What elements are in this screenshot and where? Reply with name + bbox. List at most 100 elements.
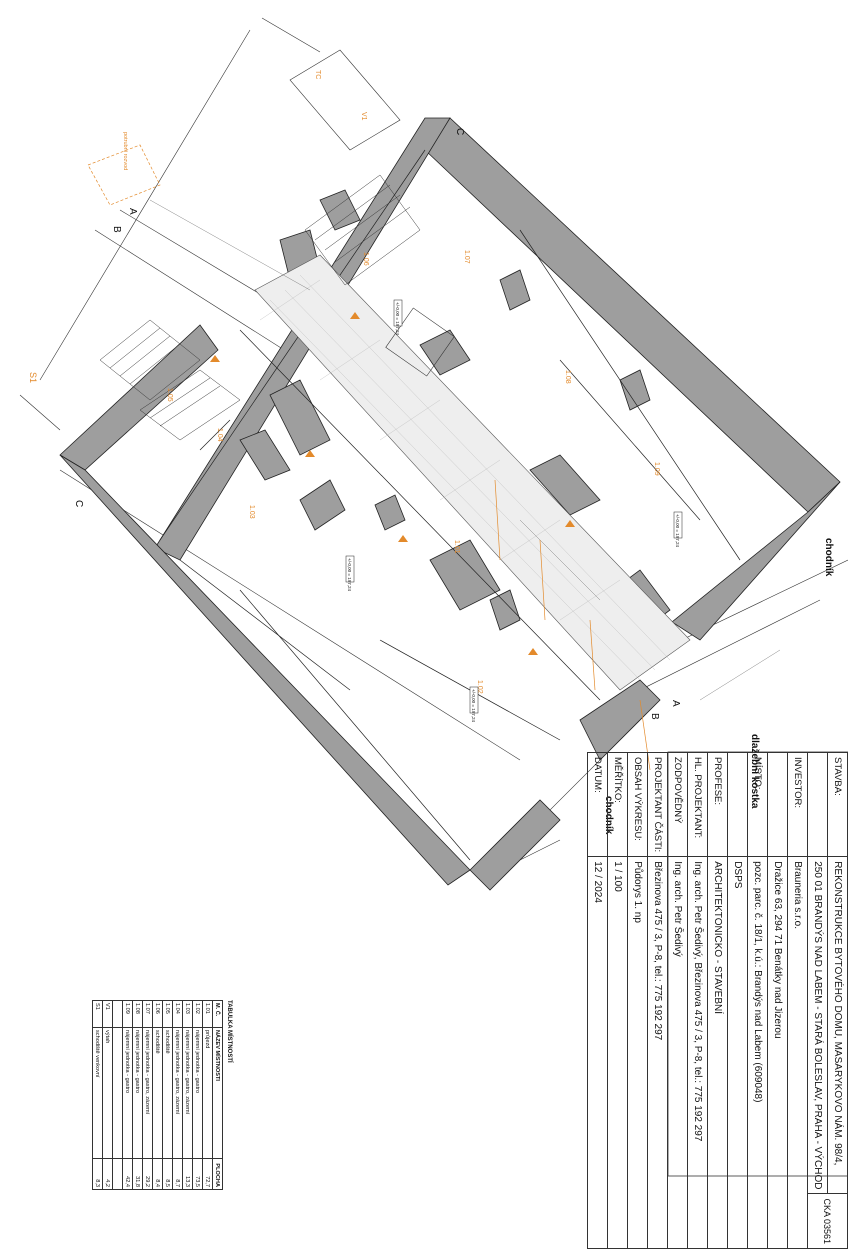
partitions [159, 149, 741, 861]
level-mark-2: +/-0,00 = 197,24 [471, 689, 476, 723]
tb-row: PROFESE: ARCHITEKTONICKO - STAVEBNÍ [707, 752, 728, 1249]
tb-key: OBSAH VÝKRESU: [627, 752, 648, 857]
cell-name: nájemní jednotka - gastro, zázemí [172, 1027, 183, 1159]
tb-key: PROJEKTANT ČÁSTI: [647, 752, 668, 857]
room-table-header: M. Č. NÁZEV MÍSTNOSTI PLOCHA [212, 1000, 223, 1190]
tb-key: STAVBA: [827, 752, 848, 857]
annotation-markers [210, 312, 575, 655]
tb-value: Ing. arch. Petr Šedivý [667, 856, 688, 1249]
tb-row: PROJEKTANT ČÁSTI: Březinova 475 / 3, P-8… [647, 752, 668, 1249]
cell-area: 8,7 [172, 1158, 183, 1190]
cell-num [112, 1000, 123, 1028]
room-label-1-05: 1.05 [166, 388, 173, 402]
tb-value: pozc. parc. č. 18/1, k.ú.: Brandýs nad L… [747, 856, 768, 1249]
sidewalk-label-1: chodník [823, 538, 834, 577]
room-label-1-06: 1.06 [362, 252, 369, 266]
cell-num: S1 [92, 1000, 103, 1028]
cell-area: 8,4 [152, 1158, 163, 1190]
cell-num: 1.02 [192, 1000, 203, 1028]
lift-tc [289, 49, 455, 377]
sidewalk-label-2: chodník [603, 796, 614, 835]
tb-row: ZODPOVĚDNÝ Ing. arch. Petr Šedivý [667, 752, 688, 1249]
room-label-1-09: 1.09 [653, 462, 660, 476]
title-block-frame [667, 751, 848, 1177]
cell-num: 1.05 [162, 1000, 173, 1028]
section-markers: A B C C A B [73, 128, 681, 720]
cell-name: schodiště venkovní [92, 1027, 103, 1159]
cell-area: 8,3 [92, 1158, 103, 1190]
header-num: M. Č. [212, 1000, 223, 1028]
tb-value: Půdorys 1. np [627, 856, 648, 1249]
tb-row: MĚŘÍTKO: 1 / 100 [607, 752, 628, 1249]
cell-name: průjezd [202, 1027, 213, 1159]
tb-value: 250 01 BRANDÝS NAD LABEM - STARÁ BOLESLA… [807, 856, 828, 1194]
note-left: potrubní rozvod [122, 132, 128, 170]
title-block-table: STAVBA: REKONSTRUKCE BYTOVÉHO DOMU, MASA… [587, 752, 848, 1249]
cell-num: V1 [102, 1000, 113, 1028]
cell-name: nájemní jednotka - gastro, zázemí [182, 1027, 193, 1159]
tb-value: Brauneria s.r.o. [787, 856, 808, 1249]
room-label-1-04: 1.04 [216, 428, 223, 442]
tb-key [767, 752, 788, 857]
cell-num: 1.06 [152, 1000, 163, 1028]
tb-value: 12 / 2024 [587, 856, 608, 1249]
tb-key: PROFESE: [707, 752, 728, 857]
room-label-1-07: 1.07 [463, 250, 470, 264]
level-mark-1: +/-0,00 = 197,24 [347, 558, 352, 592]
cell-num: 1.01 [202, 1000, 213, 1028]
room-label-1-03: 1.03 [248, 505, 255, 519]
paving-label: dlažební kostka [749, 734, 760, 809]
section-b-bottom: B [649, 713, 660, 720]
title-block: STAVBA: REKONSTRUKCE BYTOVÉHO DOMU, MASA… [587, 752, 848, 1249]
tb-value: Ing. arch. Petr Šedivý, Březinova 475 / … [687, 856, 708, 1249]
cell-name: schodiště [152, 1027, 163, 1159]
outside-labels: chodník chodník dlažební kostka potrubní… [122, 132, 834, 835]
cell-area: 72,7 [202, 1158, 213, 1190]
cell-area: 29,2 [142, 1158, 153, 1190]
cell-num: 1.07 [142, 1000, 153, 1028]
tb-row: 250 01 BRANDÝS NAD LABEM - STARÁ BOLESLA… [807, 752, 828, 1249]
level-mark-3: +/-0,00 = 197,24 [675, 514, 680, 548]
header-area: PLOCHA [212, 1158, 223, 1190]
cell-area: 31,8 [132, 1158, 143, 1190]
tb-value: ARCHITEKTONICKO - STAVEBNÍ [707, 856, 728, 1249]
section-a-top: A [127, 208, 138, 215]
tb-value: Dražice 63, 294 71 Benátky nad Jizerou [767, 856, 788, 1249]
annotation-leaders [87, 144, 651, 771]
tb-key: MĚŘÍTKO: [607, 752, 628, 857]
cell-name: nájemní jednotka - gastro [122, 1027, 133, 1159]
section-b-top: B [111, 226, 122, 233]
floor-plan-drawing: 1.01 1.02 1.03 1.04 1.05 1.06 1.07 1.08 … [19, 17, 848, 1177]
tb-key: INVESTOR: [787, 752, 808, 857]
cell-name: nájemní jednotka - gastro [192, 1027, 203, 1159]
tb-value: Březinova 475 / 3, P-8, tel.: 775 192 29… [647, 856, 668, 1249]
stairs [99, 174, 421, 441]
level-marks: +/-0,00 = 197,24 +/-0,00 = 197,24 +/-0,0… [345, 299, 683, 723]
section-c-top: C [454, 128, 465, 135]
cell-area: 13,3 [182, 1158, 193, 1190]
cell-num: 1.08 [132, 1000, 143, 1028]
dimension-lines [149, 199, 781, 701]
cell-area: 42,4 [122, 1158, 133, 1190]
cell-name [112, 1027, 123, 1159]
tb-row: DATUM: 12 / 2024 [587, 752, 608, 1249]
tb-row: STAVBA: REKONSTRUKCE BYTOVÉHO DOMU, MASA… [807, 752, 848, 1249]
room-table-title: TABULKA MÍSTNOSTÍ [226, 1000, 232, 1063]
tb-key: DATUM: [587, 752, 608, 857]
tb-value: DSPS [727, 856, 748, 1249]
label-s1: S1 [28, 372, 38, 383]
tb-key [807, 752, 828, 857]
section-a-bottom: A [670, 700, 681, 707]
room-label-1-02: 1.02 [476, 680, 483, 694]
cell-num: 1.04 [172, 1000, 183, 1028]
